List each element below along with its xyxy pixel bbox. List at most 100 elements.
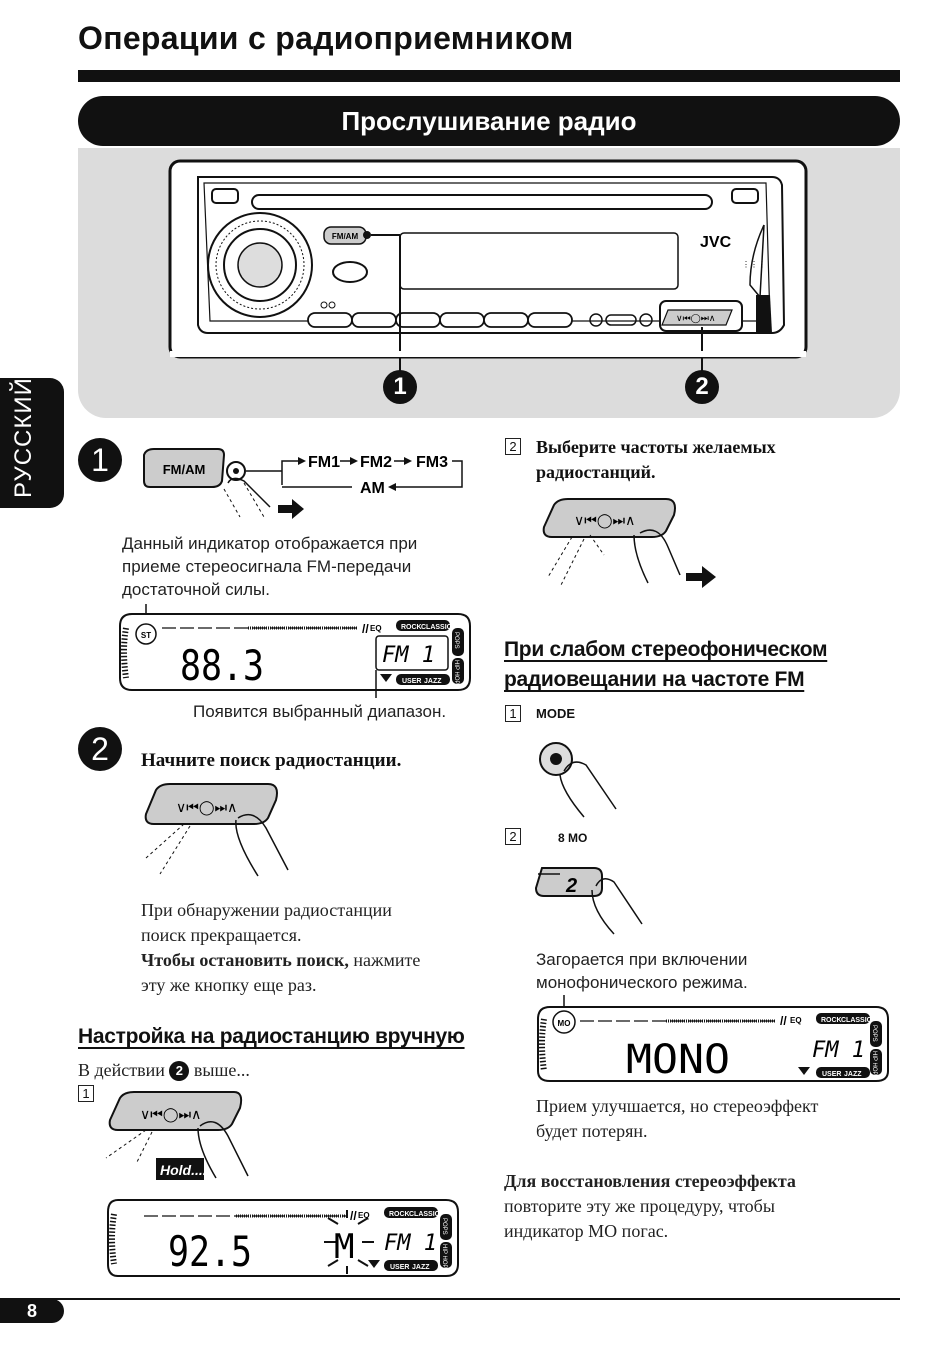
mono-note-line-2: монофонического режима. — [536, 973, 748, 992]
classic-label: CLASSIC — [841, 1017, 872, 1024]
svg-text://: // — [780, 1014, 787, 1028]
mono-note: Загорается при включении монофонического… — [536, 948, 866, 994]
svg-text:∨⏮◯⏭∧: ∨⏮◯⏭∧ — [140, 1107, 201, 1123]
svg-text://: // — [362, 622, 369, 636]
pops-label: POPS — [453, 632, 459, 649]
callout-2: 2 — [685, 370, 719, 404]
rock-label: ROCK — [401, 624, 422, 631]
band-am: AM — [360, 480, 385, 497]
display-st: ST // EQ ROCK CLASSIC POPS HIP HOP USER … — [119, 604, 471, 698]
mo-indicator: MO — [558, 1019, 571, 1028]
select-button-diagram: ∨⏮◯⏭∧ — [542, 498, 716, 588]
display-mono: MO // EQ ROCK CLASSIC POPS HIP HOP USER … — [537, 995, 889, 1083]
language-tab: РУССКИЙ — [0, 377, 64, 508]
user-label: USER — [822, 1071, 841, 1078]
step-2-heading: Начните поиск радиостанции. — [141, 750, 402, 771]
manual-tuning-heading: Настройка на радиостанцию вручную — [78, 1025, 465, 1048]
frequency-readout: 92.5 — [168, 1227, 252, 1276]
footer-rule — [0, 1298, 900, 1300]
display-caption: Появится выбранный диапазон. — [193, 702, 447, 721]
hiphop-label: HIP HOP — [441, 1244, 447, 1269]
stop-search-rest: нажмите — [348, 950, 421, 970]
eq-label: EQ — [358, 1211, 370, 1220]
manual-intro-pre: В действии — [78, 1060, 165, 1080]
step-2-stop-line: Чтобы остановить поиск, нажмите — [141, 948, 481, 973]
eq-label: EQ — [370, 624, 382, 633]
mono-readout: MONO — [626, 1037, 730, 1083]
band-fm3: FM3 — [416, 454, 448, 471]
user-label: USER — [390, 1264, 409, 1271]
step-2-para: При обнаружении радиостанции поиск прекр… — [141, 898, 481, 998]
jazz-label: JAZZ — [844, 1071, 862, 1078]
st-indicator: ST — [141, 631, 151, 640]
pops-label: POPS — [871, 1025, 877, 1042]
jazz-label: JAZZ — [412, 1264, 430, 1271]
rock-label: ROCK — [389, 1211, 410, 1218]
hold-label: Hold.... — [160, 1162, 207, 1178]
mono-note-line-1: Загорается при включении — [536, 950, 748, 969]
brand-logo: JVC — [700, 234, 732, 251]
manual-m-indicator: M — [334, 1227, 354, 1267]
mode-button-icon — [539, 742, 617, 818]
svg-text:∨⏮◯⏭∧: ∨⏮◯⏭∧ — [676, 314, 715, 324]
callout-1: 1 — [383, 370, 417, 404]
right-substep-2-line-1: Выберите частоты желаемых — [536, 437, 776, 457]
step-2-stop-line-2: эту же кнопку еще раз. — [141, 975, 317, 995]
preset-2-label: 2 — [565, 875, 577, 897]
step-2-number: 2 — [78, 727, 122, 771]
step-1-number: 1 — [78, 438, 122, 482]
hold-button-diagram: ∨⏮◯⏭∧ Hold.... — [105, 1091, 249, 1180]
fmam-button-diagram: FM/AM FM1 FM2 FM3 AM — [143, 448, 463, 519]
right-substep-2: 2 — [505, 438, 521, 455]
title-rule — [78, 70, 900, 82]
step-2-para-line-1: При обнаружении радиостанции — [141, 900, 392, 920]
fmam-button-label: FM/AM — [332, 232, 359, 241]
user-label: USER — [402, 678, 421, 685]
frequency-readout: 88.3 — [180, 641, 264, 690]
band-readout: FM 1 — [812, 1038, 865, 1063]
manual-substep-1: 1 — [78, 1085, 94, 1102]
right-substep-2-line-2: радиостанций. — [536, 462, 656, 482]
mono-result-line-2: будет потерян. — [536, 1121, 648, 1141]
stop-search-bold: Чтобы остановить поиск, — [141, 950, 349, 970]
step-1-note: Данный индикатор отображается при приеме… — [122, 532, 482, 601]
restore-stereo-line-2: индикатор MO погас. — [504, 1221, 669, 1241]
band-fm1: FM1 — [308, 454, 340, 471]
manual-intro-step-ref: 2 — [169, 1061, 190, 1081]
svg-text:∨⏮◯⏭∧: ∨⏮◯⏭∧ — [176, 800, 237, 816]
page-number: 8 — [0, 1299, 64, 1323]
step-1-note-line-3: достаточной силы. — [122, 580, 271, 599]
weak-stereo-heading-line-1: При слабом стереофоническом — [504, 638, 828, 661]
weak-stereo-heading: При слабом стереофоническом радиовещании… — [504, 635, 884, 695]
weak-substep-2: 2 — [505, 828, 521, 845]
restore-stereo-text: Для восстановления стереоэффекта повтори… — [504, 1169, 884, 1244]
page-title: Операции с радиоприемником — [78, 20, 574, 56]
step-2-para-line-2: поиск прекращается. — [141, 925, 302, 945]
restore-stereo-line-1: повторите эту же процедуру, чтобы — [504, 1196, 775, 1216]
manual-intro-post: выше... — [193, 1060, 250, 1080]
band-fm2: FM2 — [360, 454, 392, 471]
preset-2-button-icon: 2 — [534, 867, 643, 935]
weak-substep-1: 1 — [505, 705, 521, 722]
right-substep-2-text: Выберите частоты желаемых радиостанций. — [536, 435, 876, 485]
step-1-note-line-2: приеме стереосигнала FM-передачи — [122, 557, 412, 576]
language-tab-label: РУССКИЙ — [10, 377, 37, 498]
svg-text:∨⏮◯⏭∧: ∨⏮◯⏭∧ — [574, 513, 635, 529]
jazz-label: JAZZ — [424, 678, 442, 685]
display-manual: // EQ ROCK CLASSIC POPS HIP HOP USER JAZ… — [107, 1199, 459, 1277]
manual-intro: В действии 2 выше... — [78, 1058, 250, 1083]
band-readout: FM 1 — [382, 643, 435, 668]
classic-label: CLASSIC — [409, 1211, 440, 1218]
hiphop-label: HIP HOP — [453, 660, 459, 685]
eq-label: EQ — [790, 1016, 802, 1025]
mo-label: 8 MO — [558, 831, 588, 845]
rock-label: ROCK — [821, 1017, 842, 1024]
step-1-note-line-1: Данный индикатор отображается при — [122, 534, 418, 553]
hiphop-label: HIP HOP — [871, 1051, 877, 1076]
weak-stereo-heading-line-2: радиовещании на частоте FM — [504, 668, 805, 691]
mono-result: Прием улучшается, но стереоэффект будет … — [536, 1094, 886, 1144]
mode-label: MODE — [536, 706, 575, 721]
radio-faceplate: FM/AM JVC ⋮⋮⋮ ∨⏮◯⏭∧ — [168, 159, 808, 380]
svg-text:⋮⋮⋮: ⋮⋮⋮ — [742, 260, 766, 269]
fmam-label: FM/AM — [163, 462, 206, 477]
